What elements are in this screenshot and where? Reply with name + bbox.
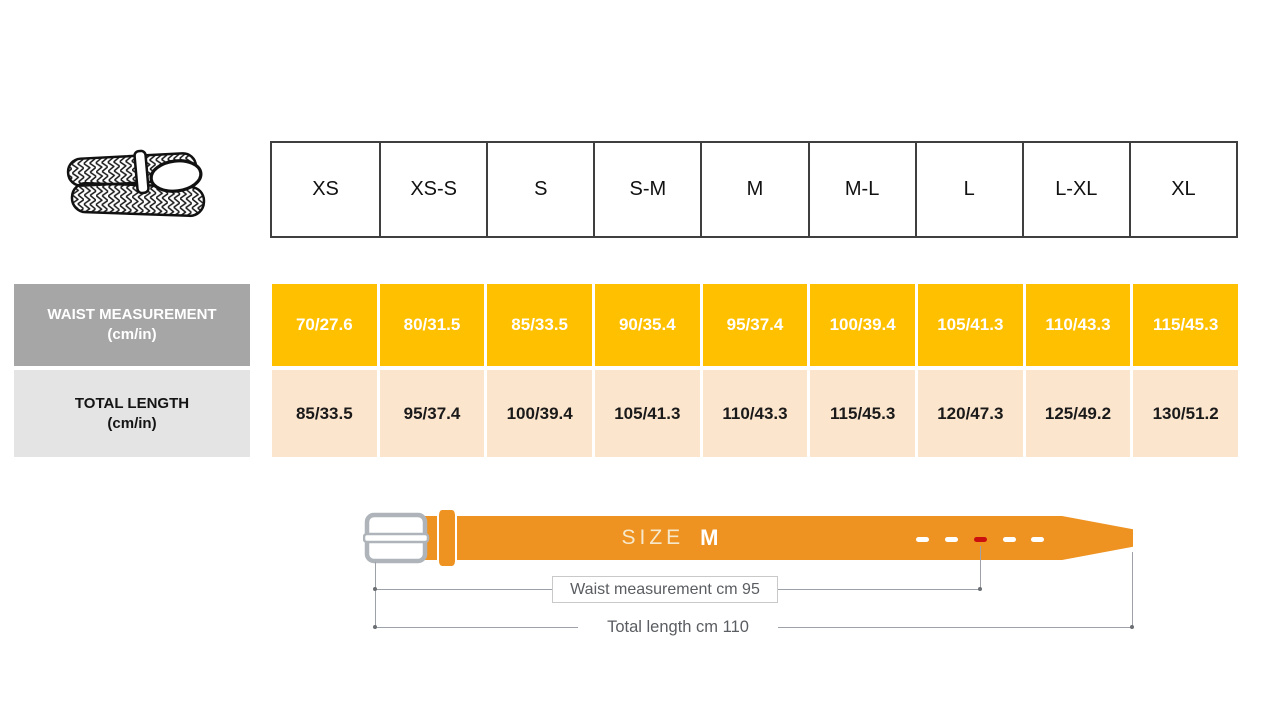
length-value-cell: 105/41.3 xyxy=(594,370,700,457)
size-header-cell: S xyxy=(486,143,593,236)
belt-hole xyxy=(1031,537,1044,542)
waist-value-cell: 115/45.3 xyxy=(1133,284,1238,366)
waist-row-unit-text: (cm/in) xyxy=(107,326,157,343)
measure-endpoint-dot xyxy=(373,625,377,629)
size-value: M xyxy=(700,525,719,550)
waist-value-cell: 80/31.5 xyxy=(379,284,485,366)
belt-hole xyxy=(1003,537,1016,542)
waist-value-cell: 100/39.4 xyxy=(810,284,915,366)
size-header-cell: M-L xyxy=(807,143,915,236)
waist-value-cell: 95/37.4 xyxy=(702,284,808,366)
size-header-cell: XS-S xyxy=(379,143,486,236)
waist-value-cell: 85/33.5 xyxy=(487,284,592,366)
waist-value-cell: 90/35.4 xyxy=(594,284,700,366)
length-value-cell: 130/51.2 xyxy=(1133,370,1238,457)
measure-line-hole-vertical xyxy=(980,546,981,590)
waist-measurement-annotation: Waist measurement cm 95 xyxy=(552,576,778,603)
length-value-cell: 100/39.4 xyxy=(487,370,592,457)
size-header-row: XS XS-S S S-M M M-L L L-XL XL xyxy=(270,141,1238,238)
measure-endpoint-dot xyxy=(1130,625,1134,629)
measure-endpoint-dot xyxy=(978,587,982,591)
measure-endpoint-dot xyxy=(373,587,377,591)
length-value-cell: 85/33.5 xyxy=(272,370,377,457)
total-length-row-label: TOTAL LENGTH (cm/in) xyxy=(14,370,250,457)
total-length-annotation: Total length cm 110 xyxy=(578,615,778,639)
measure-line-buckle-vertical xyxy=(375,562,376,629)
belt-hole-marked xyxy=(974,537,987,542)
size-header-cell: XS xyxy=(312,178,339,200)
waist-row-label-text: WAIST MEASUREMENT xyxy=(47,306,217,323)
length-row-label-text: TOTAL LENGTH xyxy=(74,394,190,412)
length-value-cell: 125/49.2 xyxy=(1025,370,1131,457)
braided-belt-icon xyxy=(66,149,206,218)
length-row-unit-text: (cm/in) xyxy=(107,414,157,432)
belt-hole xyxy=(945,537,958,542)
size-header-cell: L xyxy=(914,143,1022,236)
length-value-cell: 115/45.3 xyxy=(810,370,915,457)
size-word: SIZE xyxy=(621,526,685,549)
waist-value-cell: 105/41.3 xyxy=(917,284,1023,366)
belt-buckle-icon xyxy=(363,512,430,564)
measure-line-tip-vertical xyxy=(1132,552,1133,628)
waist-value-cell: 70/27.6 xyxy=(272,284,377,366)
belt-keeper-loop xyxy=(437,510,457,566)
total-length-values-row: 85/33.5 95/37.4 100/39.4 105/41.3 110/43… xyxy=(272,370,1238,457)
size-header-cell: L-XL xyxy=(1021,143,1129,236)
waist-value-cell: 110/43.3 xyxy=(1025,284,1131,366)
length-value-cell: 120/47.3 xyxy=(917,370,1023,457)
waist-measurement-values-row: 70/27.6 80/31.5 85/33.5 90/35.4 95/37.4 … xyxy=(272,284,1238,366)
belt-size-caption: SIZE M xyxy=(560,516,780,560)
length-value-cell: 95/37.4 xyxy=(379,370,485,457)
size-header-cell: M xyxy=(700,143,807,236)
waist-measurement-row-label: WAIST MEASUREMENT (cm/in) xyxy=(14,284,250,366)
size-header-cell: S-M xyxy=(593,143,700,236)
length-value-cell: 110/43.3 xyxy=(702,370,808,457)
size-header-cell: XL xyxy=(1128,143,1236,236)
belt-hole xyxy=(916,537,929,542)
